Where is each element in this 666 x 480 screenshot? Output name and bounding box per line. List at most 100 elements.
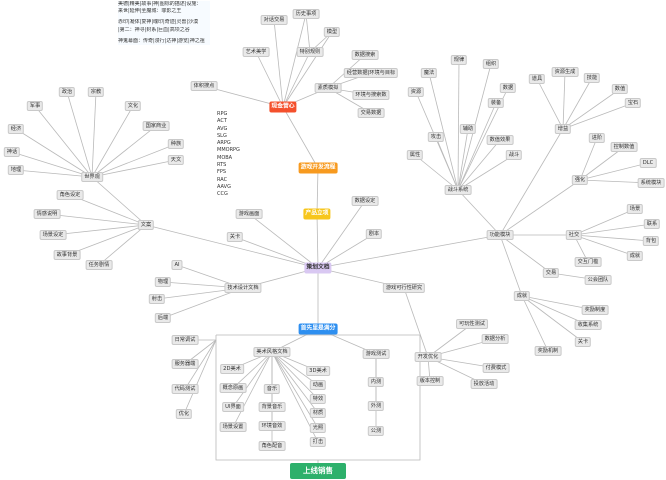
node[interactable]: 系统模块 <box>637 178 665 188</box>
node[interactable]: 剧本 <box>365 229 383 239</box>
node[interactable]: 素质模拟 <box>314 83 342 93</box>
node[interactable]: 经营数据|环境与目标 <box>343 68 399 78</box>
node[interactable]: 天文 <box>167 155 185 165</box>
node[interactable]: 概念原画 <box>219 383 247 393</box>
node[interactable]: 经济 <box>7 124 25 134</box>
node[interactable]: 攻击 <box>427 132 445 142</box>
node[interactable]: 军事 <box>26 101 44 111</box>
node[interactable]: 后端 <box>154 313 172 323</box>
node[interactable]: 交互门槛 <box>574 257 602 267</box>
node[interactable]: 内测 <box>367 377 385 387</box>
node[interactable]: AI <box>171 260 183 270</box>
node[interactable]: 2D美术 <box>220 364 244 374</box>
node[interactable]: 增益 <box>554 124 572 134</box>
node[interactable]: 对话交易 <box>260 15 288 25</box>
node[interactable]: 属性 <box>406 150 424 160</box>
tech-doc-node[interactable]: 技术设计文档 <box>224 283 262 293</box>
battle-node[interactable]: 战斗系统 <box>444 185 472 195</box>
node[interactable]: 日常调试 <box>171 335 199 345</box>
node[interactable]: 收集系统 <box>574 320 602 330</box>
node[interactable]: 代码测试 <box>171 384 199 394</box>
node[interactable]: 公测 <box>367 426 385 436</box>
node[interactable]: DLC <box>639 158 657 168</box>
node[interactable]: 宝石 <box>624 98 642 108</box>
node[interactable]: 光照 <box>309 423 327 433</box>
node[interactable]: 故事背景 <box>53 250 81 260</box>
node[interactable]: 体积搜点 <box>190 81 218 91</box>
node[interactable]: 可玩性测试 <box>456 319 488 329</box>
node[interactable]: 控制数值 <box>610 142 638 152</box>
test-node[interactable]: 游戏测试 <box>362 349 390 359</box>
node[interactable]: 组织 <box>482 59 500 69</box>
design-core-node[interactable]: 策划文档 <box>304 262 332 274</box>
node[interactable]: 历史事项 <box>292 9 320 19</box>
node[interactable]: 模型 <box>323 27 341 37</box>
node[interactable]: 数据设定 <box>351 196 379 206</box>
node[interactable]: 文化 <box>124 101 142 111</box>
node[interactable]: 宗教 <box>87 87 105 97</box>
node[interactable]: 公会团队 <box>584 275 612 285</box>
function-module-node[interactable]: 功能模块 <box>486 230 514 240</box>
node[interactable]: 游戏画面 <box>235 209 263 219</box>
node[interactable]: 国家商业 <box>142 121 170 131</box>
node[interactable]: 辅助 <box>459 124 477 134</box>
node[interactable]: 数值 <box>611 84 629 94</box>
node[interactable]: 情感说明 <box>33 209 61 219</box>
node[interactable]: 场景设置 <box>219 422 247 432</box>
node[interactable]: 强化 <box>571 175 589 185</box>
launch-core-node[interactable]: 上线销售 <box>290 463 346 479</box>
node[interactable]: 种族 <box>167 139 185 149</box>
node[interactable]: 关卡 <box>226 232 244 242</box>
node[interactable]: 环境音效 <box>258 421 286 431</box>
node[interactable]: 数据 <box>499 83 517 93</box>
node[interactable]: 联系 <box>643 219 661 229</box>
worldview-node[interactable]: 世界观 <box>81 172 103 182</box>
node[interactable]: 政治 <box>58 87 76 97</box>
ops-node[interactable]: 开发优化 <box>414 352 442 362</box>
node[interactable]: 资源生成 <box>551 67 579 77</box>
node[interactable]: 奖励机制 <box>534 346 562 356</box>
node[interactable]: 角色设定 <box>56 190 84 200</box>
node[interactable]: 优化 <box>175 409 193 419</box>
node[interactable]: 背包 <box>642 236 660 246</box>
node[interactable]: 角色配音 <box>258 441 286 451</box>
node[interactable]: 奖励制度 <box>581 305 609 315</box>
node[interactable]: 投放活动 <box>470 379 498 389</box>
node[interactable]: 背景音乐 <box>258 402 286 412</box>
node[interactable]: 特别规则 <box>296 47 324 57</box>
copy-node[interactable]: 文案 <box>137 220 155 230</box>
node[interactable]: 付费模式 <box>482 363 510 373</box>
node[interactable]: 音乐 <box>263 384 281 394</box>
product-core-node[interactable]: 产品立项 <box>303 208 331 220</box>
node[interactable]: 战斗 <box>505 150 523 160</box>
node[interactable]: 任务剧情 <box>85 260 113 270</box>
node[interactable]: 射击 <box>148 294 166 304</box>
node[interactable]: 3D美术 <box>306 366 330 376</box>
node[interactable]: 版本控制 <box>416 376 444 386</box>
node[interactable]: 交易 <box>542 268 560 278</box>
node[interactable]: 关卡 <box>574 337 592 347</box>
market-core-node[interactable]: 现金营心 <box>269 101 297 113</box>
process-core-node[interactable]: 游戏开发流程 <box>298 162 338 174</box>
art-doc-node[interactable]: 美术风格文档 <box>253 347 291 357</box>
node[interactable]: 场景设定 <box>39 230 67 240</box>
node[interactable]: 进阶 <box>588 133 606 143</box>
feasibility-node[interactable]: 游戏可行性研究 <box>382 283 426 293</box>
node[interactable]: 物理 <box>154 277 172 287</box>
node[interactable]: 特效 <box>309 394 327 404</box>
node[interactable]: 装备 <box>487 98 505 108</box>
node[interactable]: 成就 <box>513 291 531 301</box>
node[interactable]: 成就 <box>626 251 644 261</box>
node[interactable]: 社交 <box>565 230 583 240</box>
node[interactable]: 神话 <box>3 147 21 157</box>
first-core-node[interactable]: 首先里是满分 <box>298 323 338 335</box>
node[interactable]: 艺术美学 <box>242 47 270 57</box>
node[interactable]: UI界面 <box>222 402 244 412</box>
node[interactable]: 技能 <box>583 73 601 83</box>
node[interactable]: 魔法 <box>420 68 438 78</box>
node[interactable]: 环境与搜索数 <box>352 90 390 100</box>
node[interactable]: 资源 <box>407 87 425 97</box>
node[interactable]: 数值效果 <box>486 135 514 145</box>
node[interactable]: 规律 <box>450 55 468 65</box>
node[interactable]: 地理 <box>7 165 25 175</box>
